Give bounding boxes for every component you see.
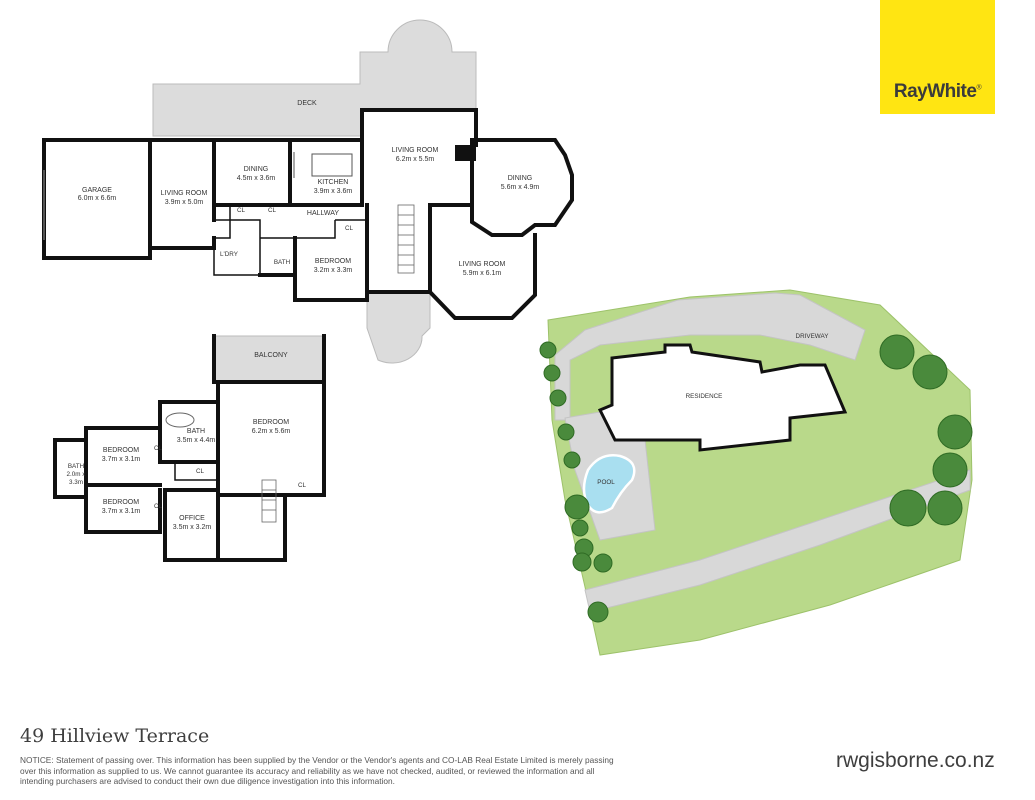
raywhite-logo: RayWhite® — [880, 81, 995, 103]
hallway-label: HALLWAY — [307, 210, 339, 217]
office-size: 3.5m x 3.2m — [173, 524, 212, 531]
balcony-label: BALCONY — [254, 352, 288, 359]
living-room-west-size: 3.9m x 5.0m — [165, 199, 204, 206]
bath-small-size: 2.0m x — [67, 471, 87, 478]
bedroom-1-label: BEDROOM — [103, 447, 139, 454]
disclaimer-notice: NOTICE: Statement of passing over. This … — [20, 755, 614, 786]
bath-main-label: BATH — [187, 428, 205, 435]
cl-label: CL — [154, 503, 163, 510]
deck-label: DECK — [297, 100, 317, 107]
residence-label: RESIDENCE — [686, 393, 723, 400]
garage-size: 6.0m x 6.6m — [78, 195, 117, 202]
agency-website: rwgisborne.co.nz — [836, 749, 995, 772]
bath-small-size: 3.3m — [69, 479, 83, 486]
cl-label: CL — [196, 468, 205, 475]
ground-floor-plan: DECK GARAGE 6.0m x 6.6m LIVING ROOM 3.9m… — [42, 19, 574, 364]
living-room-centre-size: 6.2m x 5.5m — [396, 156, 435, 163]
pool-label: POOL — [597, 479, 615, 486]
residence-footprint — [597, 343, 848, 452]
laundry-label: L'DRY — [220, 251, 239, 258]
dining-west-label: DINING — [244, 166, 269, 173]
deck-area — [152, 19, 477, 137]
bedroom-ground-label: BEDROOM — [315, 258, 351, 265]
bath-main-size: 3.5m x 4.4m — [177, 437, 216, 444]
bedroom-2-label: BEDROOM — [103, 499, 139, 506]
balcony-area — [213, 335, 325, 383]
brand-name: RayWhite — [893, 81, 977, 102]
kitchen-label: KITCHEN — [318, 179, 349, 186]
site-plan: DRIVEWAY RESIDENCE POOL — [539, 289, 973, 656]
raywhite-logo-box: RayWhite® — [880, 0, 995, 114]
upper-floor-plan: BALCONY BEDROOM 6.2m x 5.6m BATH 3.5m x … — [53, 334, 326, 562]
entry-porch — [366, 291, 431, 364]
brand-mark: ® — [976, 84, 982, 92]
master-bedroom-size: 6.2m x 5.6m — [252, 428, 291, 435]
living-room-east-size: 5.9m x 6.1m — [463, 270, 502, 277]
living-room-centre-label: LIVING ROOM — [392, 147, 439, 154]
bedroom-2-size: 3.7m x 3.1m — [102, 508, 141, 515]
living-room-east-label: LIVING ROOM — [459, 261, 506, 268]
bedroom-ground-size: 3.2m x 3.3m — [314, 267, 353, 274]
path — [584, 469, 971, 613]
kitchen-size: 3.9m x 3.6m — [314, 188, 353, 195]
property-address: 49 Hillview Terrace — [20, 725, 210, 747]
bath-ground-label: BATH — [274, 259, 291, 266]
cl-label: CL — [237, 207, 246, 214]
office-label: OFFICE — [179, 515, 205, 522]
cl-label: CL — [345, 225, 354, 232]
master-bedroom-label: BEDROOM — [253, 419, 289, 426]
bath-small-label: BATH — [68, 463, 85, 470]
driveway-label: DRIVEWAY — [796, 333, 830, 340]
bedroom-1-size: 3.7m x 3.1m — [102, 456, 141, 463]
dining-east-size: 5.6m x 4.9m — [501, 184, 540, 191]
cl-label: CL — [154, 445, 163, 452]
garage-label: GARAGE — [82, 187, 112, 194]
cl-label: CL — [268, 207, 277, 214]
dining-east-label: DINING — [508, 175, 533, 182]
living-room-west-label: LIVING ROOM — [161, 190, 208, 197]
cl-label: CL — [298, 482, 307, 489]
dining-west-size: 4.5m x 3.6m — [237, 175, 276, 182]
